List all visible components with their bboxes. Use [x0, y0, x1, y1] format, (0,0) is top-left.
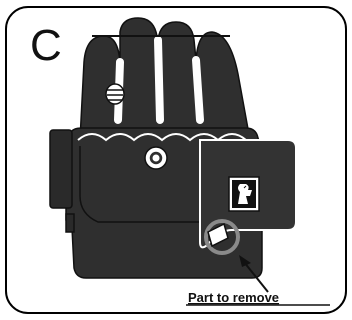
lion-emblem-icon: [229, 177, 259, 211]
key-fob-top: [80, 18, 250, 140]
step-letter: C: [30, 21, 62, 70]
callout-label: Part to remove: [188, 290, 279, 305]
lock-icon: [106, 84, 124, 104]
